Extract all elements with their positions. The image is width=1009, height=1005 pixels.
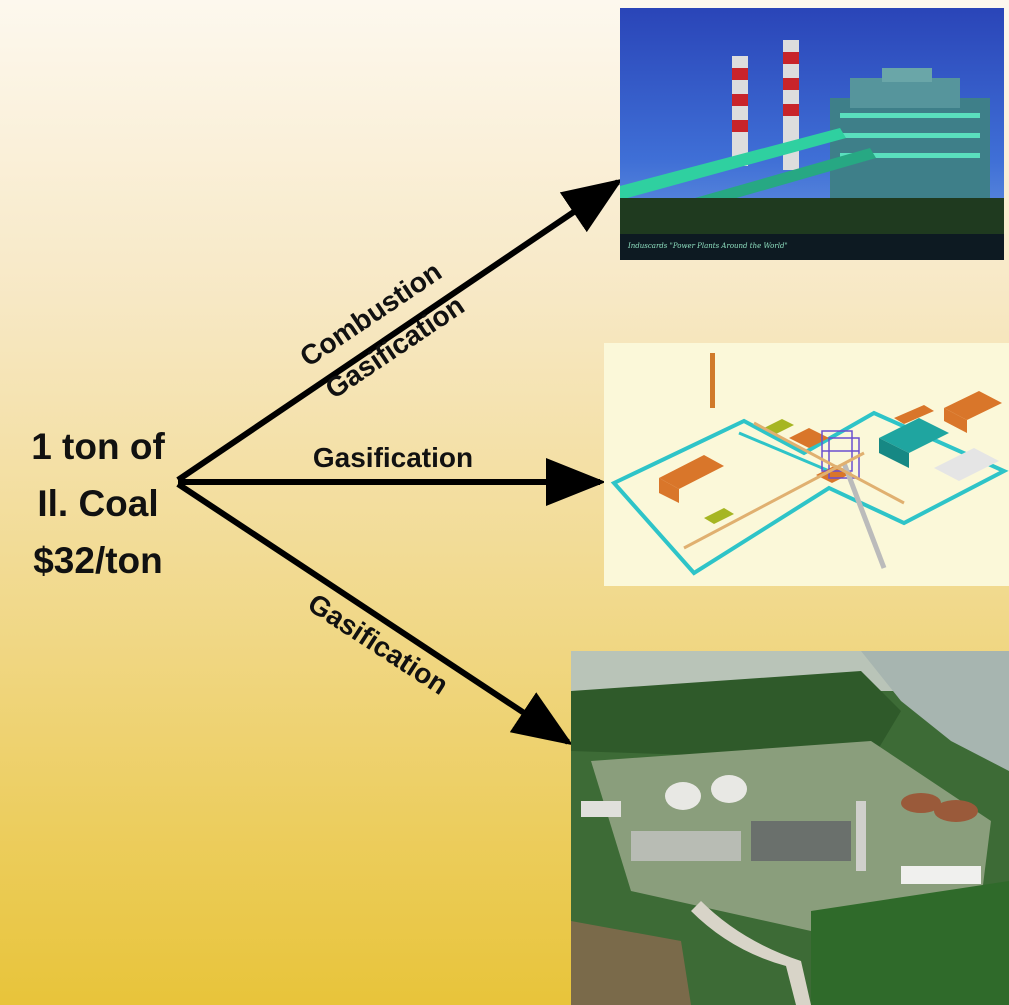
coal-label: 1 ton of Il. Coal $32/ton [6,418,190,589]
coal-type: Il. Coal [37,483,159,524]
coal-amount: 1 ton of [31,426,165,467]
label-gasification-lower: Gasification [303,587,454,700]
label-gasification-middle: Gasification [313,442,473,473]
arrow-upper [176,178,623,483]
power-plant-photo: Induscards "Power Plants Around the Worl… [620,8,1004,260]
photo-caption: Induscards "Power Plants Around the Worl… [627,242,788,250]
aerial-facility-photo [571,651,1009,1005]
plant-layout-diagram [604,343,1009,586]
arrow-lower [176,481,574,746]
coal-price: $32/ton [33,540,163,581]
